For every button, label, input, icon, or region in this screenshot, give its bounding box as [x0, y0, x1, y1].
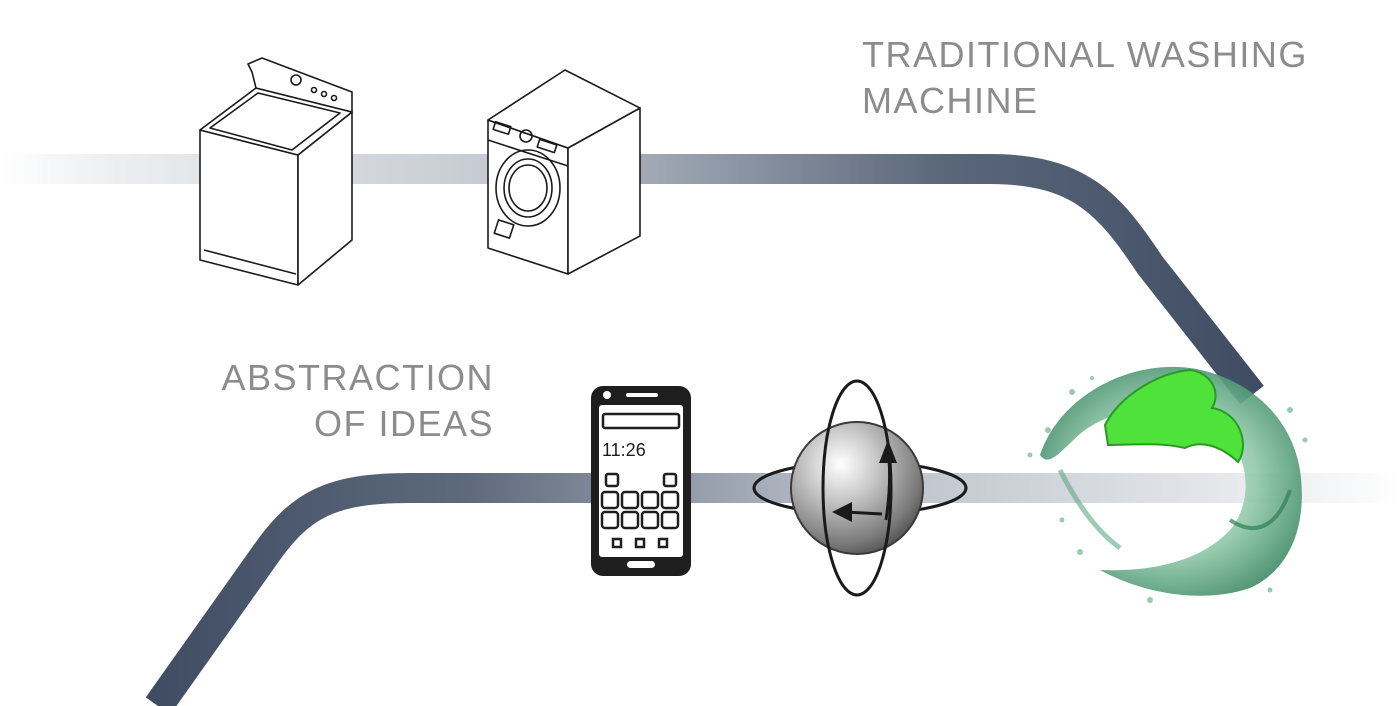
- traditional-washing-machine-label: TRADITIONAL WASHING MACHINE: [862, 32, 1308, 124]
- top-loader-washer-icon: [199, 57, 353, 286]
- phone-app-grid: [600, 472, 680, 549]
- smartphone-icon: 11:26: [591, 386, 691, 576]
- water-splash-icon: [1027, 366, 1308, 603]
- globe-orbit-icon: [752, 379, 968, 597]
- traditional-path: [0, 154, 1264, 405]
- phone-clock: 11:26: [602, 440, 646, 460]
- label-line: OF IDEAS: [313, 403, 494, 444]
- abstraction-of-ideas-label: ABSTRACTION OF IDEAS: [221, 355, 494, 447]
- green-cloth: [1103, 368, 1244, 464]
- front-loader-washer-icon: [487, 69, 641, 275]
- abstraction-path: [145, 473, 1400, 706]
- label-line: MACHINE: [862, 80, 1039, 121]
- label-line: TRADITIONAL WASHING: [862, 34, 1308, 75]
- phone-home-button: [627, 561, 655, 568]
- label-line: ABSTRACTION: [221, 357, 494, 398]
